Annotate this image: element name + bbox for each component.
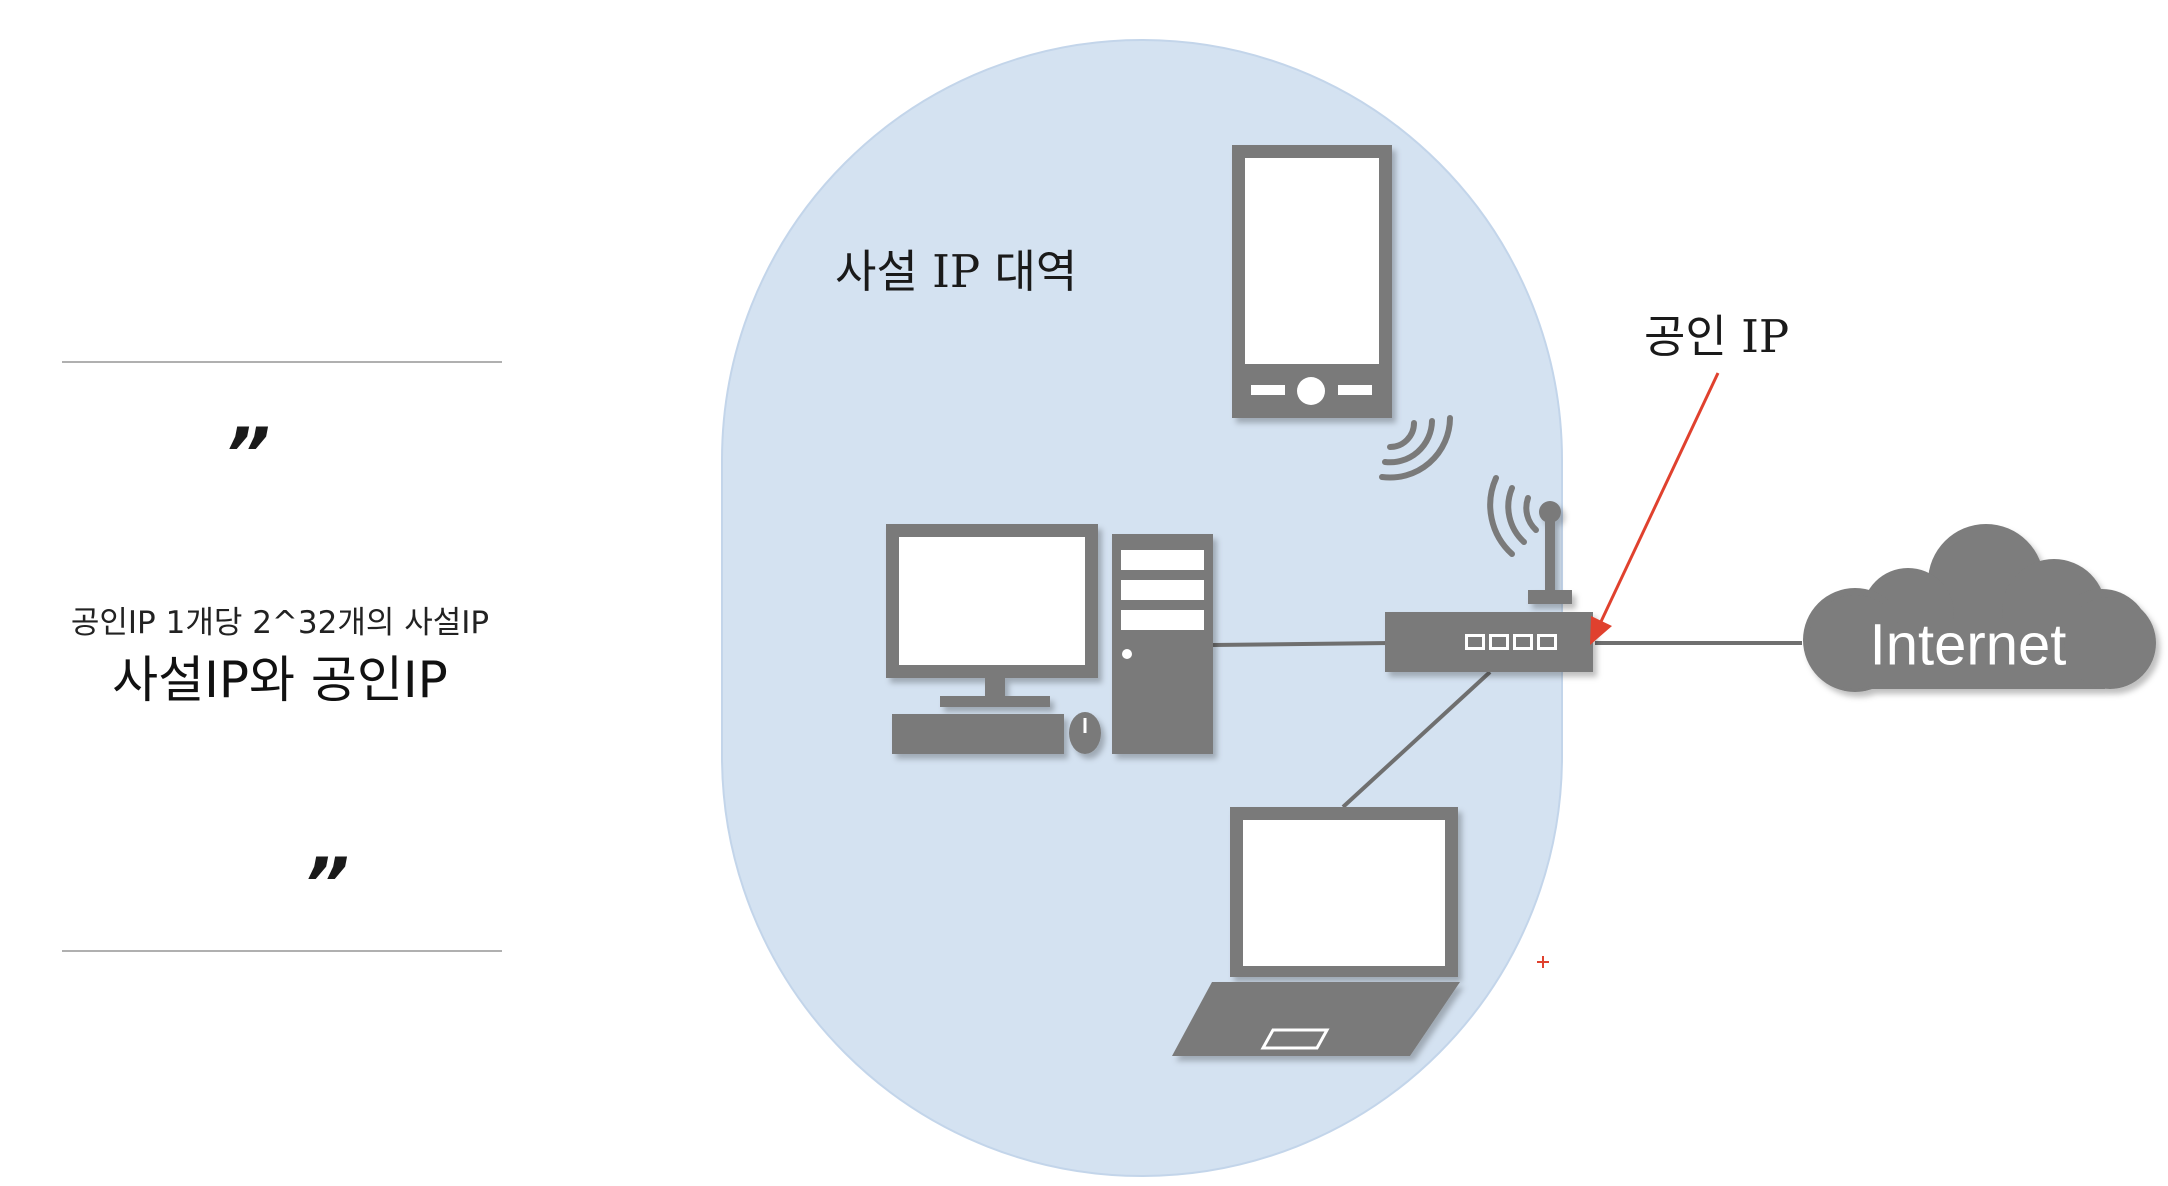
bottom-divider	[62, 950, 502, 952]
open-quote-mark: ”	[224, 412, 271, 496]
top-divider	[62, 361, 502, 363]
internet-label: Internet	[1870, 612, 2067, 677]
laptop-link	[1341, 670, 1492, 809]
smartphone-icon	[1232, 145, 1392, 418]
quote-title: 사설IP와 공인IP	[112, 651, 448, 709]
quote-panel: ” 공인IP 1개당 2^32개의 사설IP 사설IP와 공인IP ”	[0, 0, 560, 1186]
red-plus-marker	[1537, 956, 1549, 968]
phone-wifi-waves-icon	[1379, 415, 1453, 481]
laptop-icon	[1172, 807, 1460, 1056]
private-ip-range-label: 사설 IP 대역	[835, 245, 1077, 298]
router-wifi-waves-icon	[1487, 475, 1539, 557]
internet-cloud-icon	[1803, 524, 2156, 692]
quote-subtitle: 공인IP 1개당 2^32개의 사설IP	[70, 605, 490, 641]
public-ip-arrow	[1590, 372, 1720, 645]
public-ip-label: 공인 IP	[1644, 310, 1789, 363]
desktop-link	[1212, 641, 1391, 647]
desktop-computer-icon	[886, 524, 1213, 754]
router-icon	[1385, 501, 1593, 672]
close-quote-mark: ”	[303, 842, 350, 926]
